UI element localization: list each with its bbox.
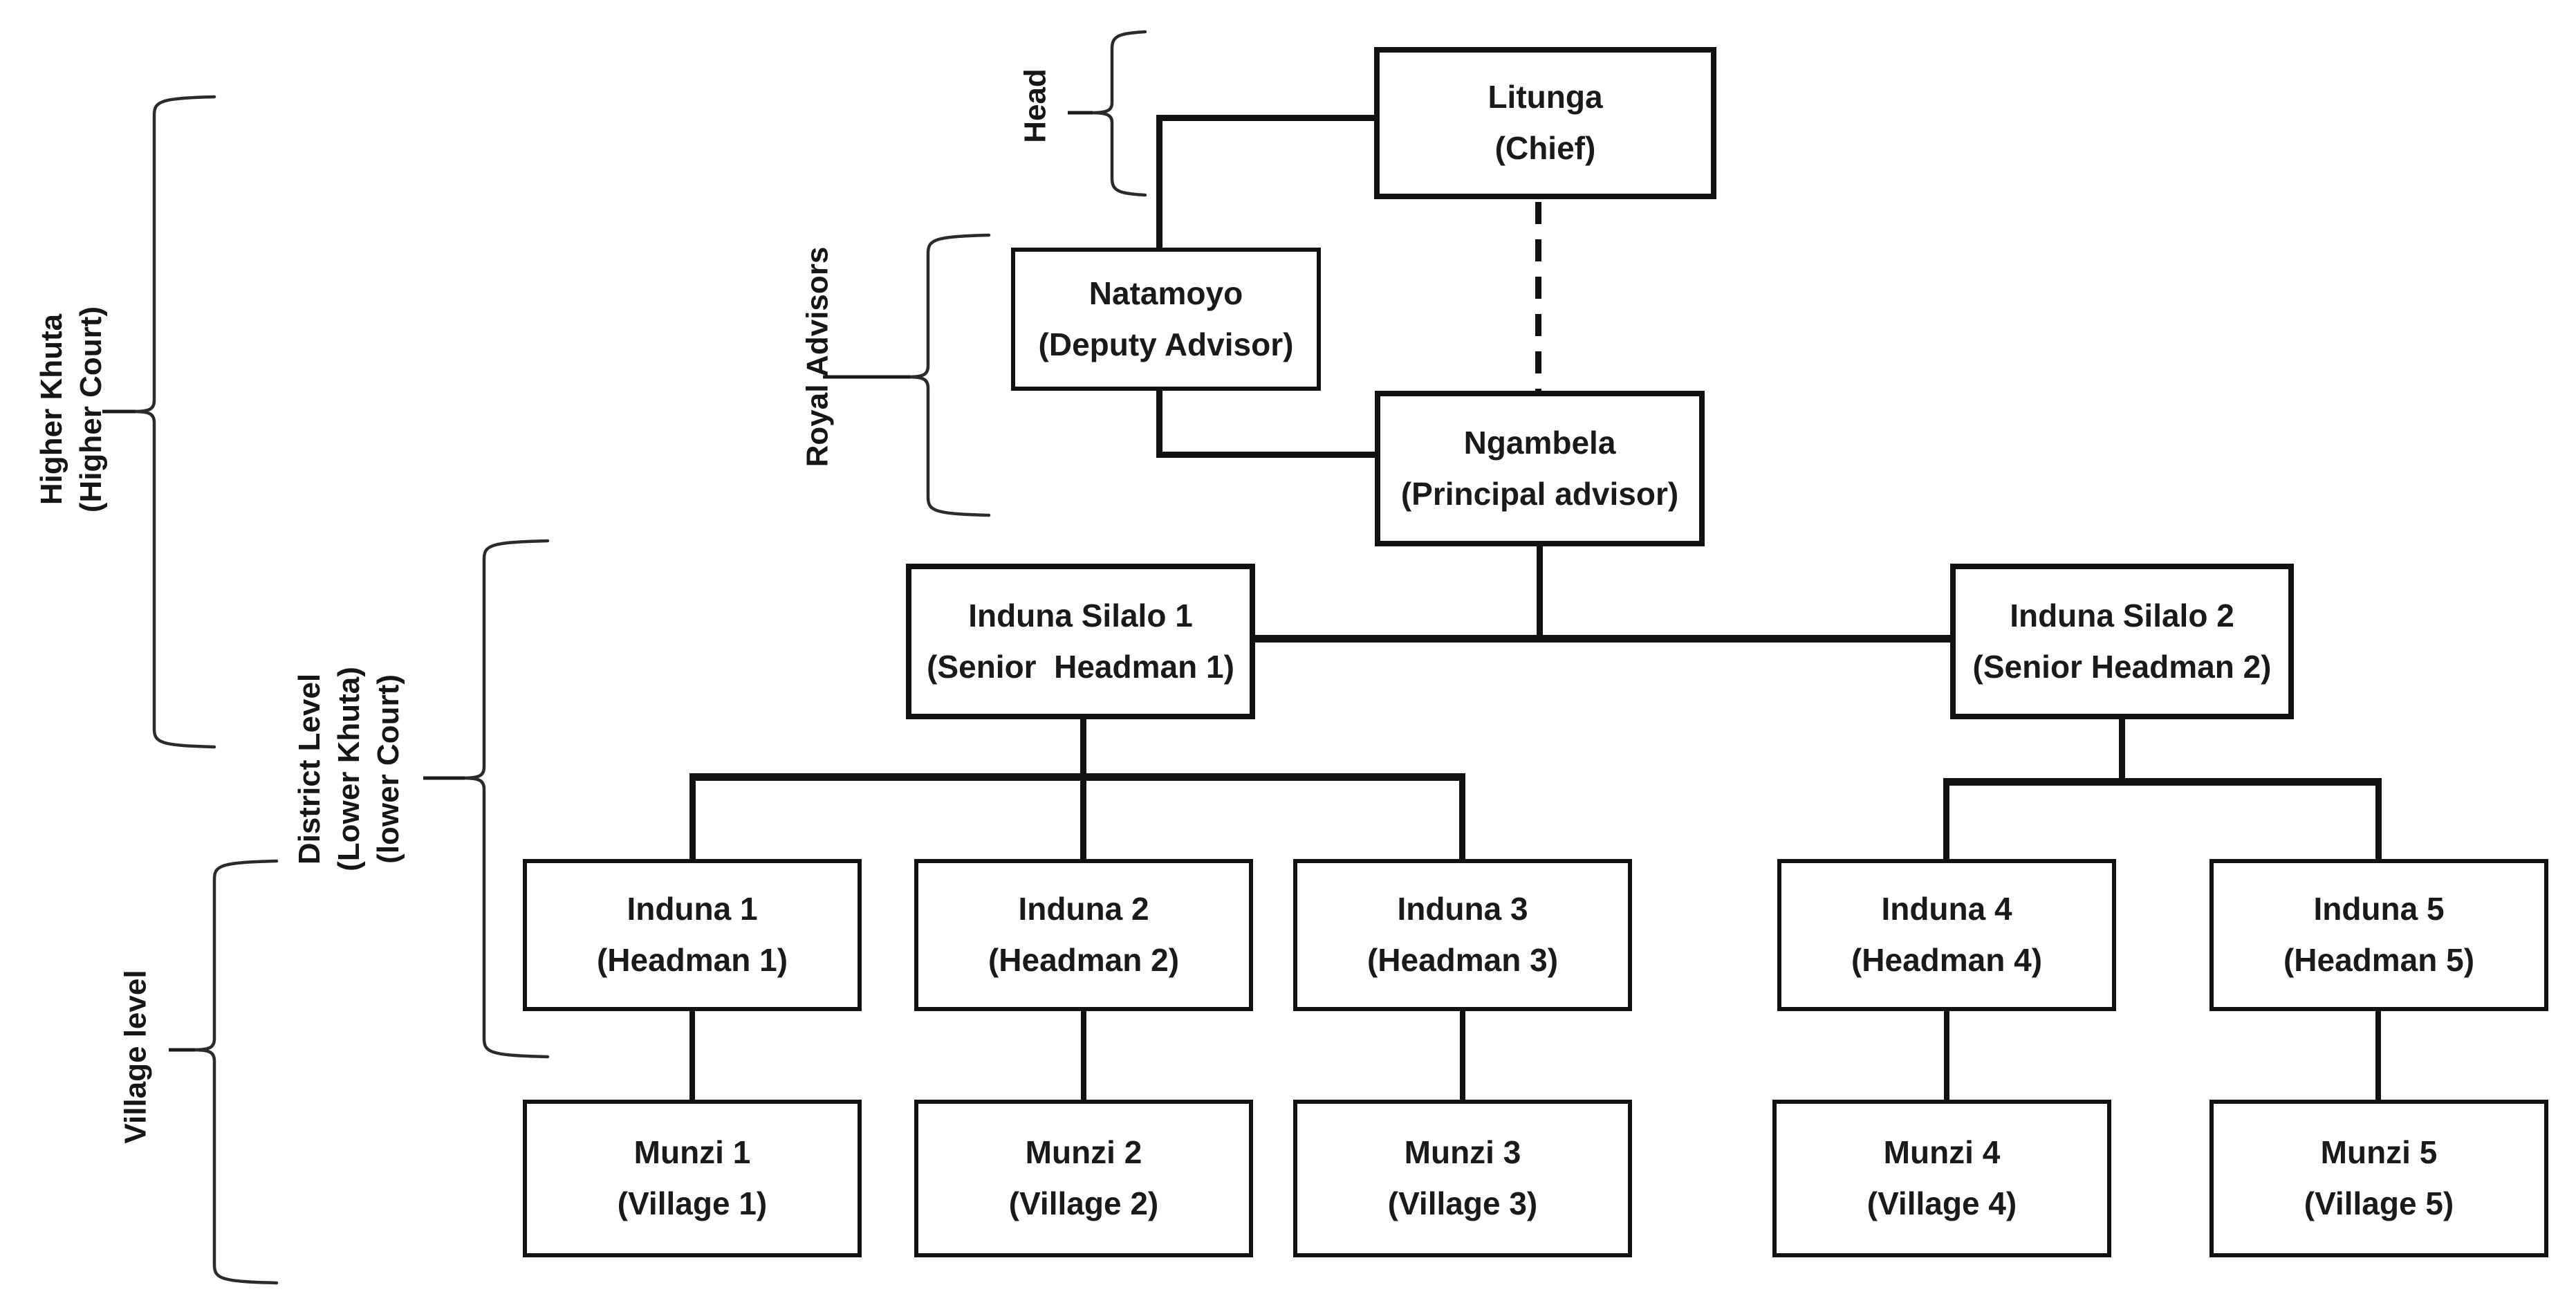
connector-litunga-natamoyo-h (1156, 115, 1376, 121)
node-induna-1: Induna 1 (Headman 1) (523, 859, 862, 1011)
node-munzi-5: Munzi 5 (Village 5) (2209, 1100, 2548, 1257)
node-induna-4: Induna 4 (Headman 4) (1777, 859, 2116, 1011)
connector-induna2-munzi2 (1081, 1011, 1086, 1100)
node-induna-silalo-1: Induna Silalo 1 (Senior Headman 1) (906, 564, 1255, 719)
connector-silalo2-bus2-v (2119, 719, 2125, 783)
connector-induna4-munzi4 (1944, 1011, 1949, 1100)
node-induna-3: Induna 3 (Headman 3) (1293, 859, 1632, 1011)
connector-bus2 (1943, 778, 2382, 786)
higher-khuta-label: Higher Khuta (Higher Court) (34, 306, 108, 513)
connector-induna1-munzi1 (689, 1011, 695, 1100)
node-munzi-2: Munzi 2 (Village 2) (914, 1100, 1253, 1257)
connector-induna3-munzi3 (1460, 1011, 1465, 1100)
connector-ngambela-bus-v (1537, 546, 1543, 639)
node-natamoyo: Natamoyo (Deputy Advisor) (1011, 248, 1321, 391)
village-level-brace (193, 859, 279, 1285)
connector-bus2-induna4-v (1943, 778, 1949, 859)
connector-bus2-induna5-v (2375, 778, 2382, 859)
connector-bus1-induna3-v (1459, 773, 1465, 859)
district-level-label: District Level (Lower Khuta) (lower Cour… (293, 667, 406, 871)
node-munzi-3: Munzi 3 (Village 3) (1293, 1100, 1632, 1257)
node-munzi-4: Munzi 4 (Village 4) (1772, 1100, 2111, 1257)
node-induna-5: Induna 5 (Headman 5) (2209, 859, 2548, 1011)
connector-silalo1-induna2-v (1080, 719, 1086, 859)
higher-khuta-brace (133, 95, 216, 749)
node-litunga: Litunga (Chief) (1374, 47, 1716, 199)
connector-bus1 (689, 773, 1465, 781)
royal-advisors-label: Royal Advisors (800, 246, 835, 468)
connector-natamoyo-ngambela-v (1156, 391, 1162, 458)
node-ngambela: Ngambela (Principal advisor) (1375, 391, 1705, 546)
connector-bus1-induna1-v (689, 773, 696, 859)
head-label: Head (1018, 68, 1053, 143)
node-induna-silalo-2: Induna Silalo 2 (Senior Headman 2) (1950, 564, 2294, 719)
royal-advisors-brace (908, 233, 991, 517)
connector-main-bus (1255, 635, 1950, 643)
head-brace (1091, 30, 1147, 197)
connector-litunga-natamoyo-v (1156, 115, 1162, 248)
connector-induna5-munzi5 (2375, 1011, 2381, 1100)
connector-litunga-ngambela-dashed (1535, 202, 1541, 391)
village-level-label: Village level (118, 970, 153, 1144)
node-munzi-1: Munzi 1 (Village 1) (523, 1100, 862, 1257)
node-induna-2: Induna 2 (Headman 2) (914, 859, 1253, 1011)
connector-natamoyo-ngambela-h (1156, 452, 1375, 458)
